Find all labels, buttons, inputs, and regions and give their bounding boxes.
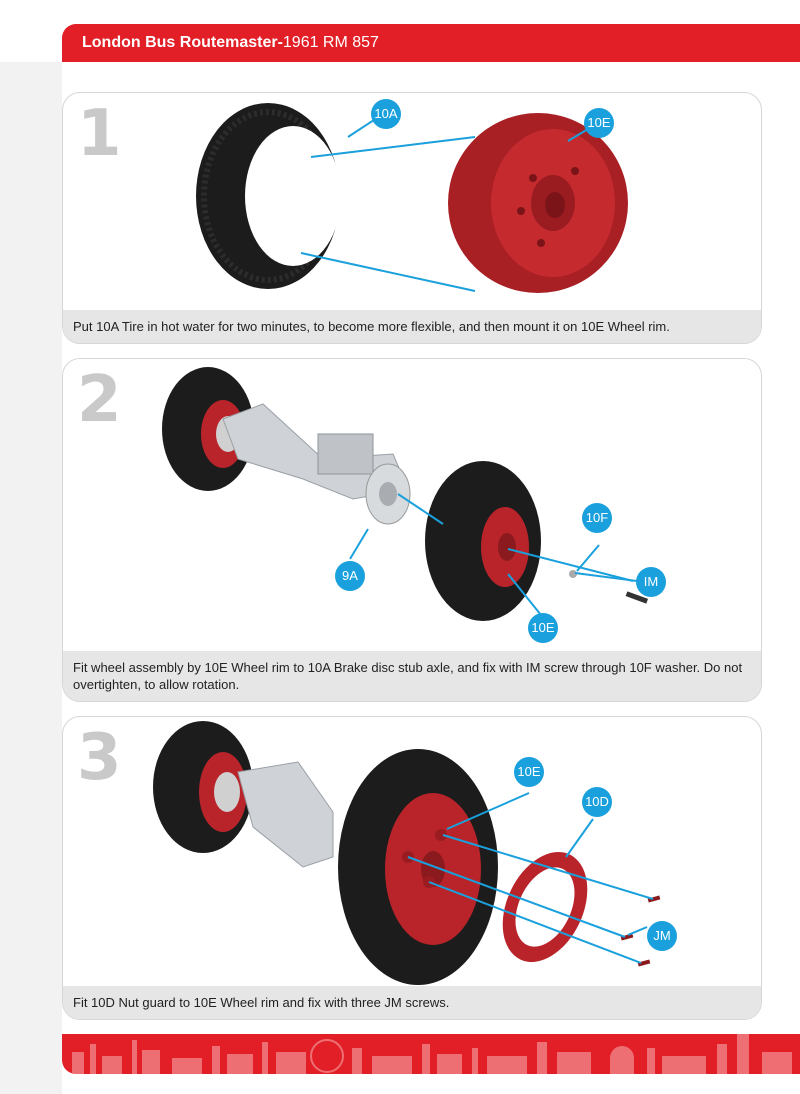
part-tag-9a: 9A [335,561,365,591]
step-number: 2 [77,363,122,437]
step-2-panel: 2 10F IM 9A 10E Fit wheel assembly by 10… [62,358,762,702]
step-3-panel: 3 10E 10D JM Fit 10D Nut guard to 10E Wh… [62,716,762,1020]
step-2-illustration [162,367,649,621]
step-number: 1 [77,97,122,171]
step-3-illustration [153,721,661,985]
header-bar: London Bus Routemaster-1961 RM 857 [62,24,800,62]
tire-hole [245,126,341,266]
part-tag-10a: 10A [371,99,401,129]
part-tag-10e: 10E [584,108,614,138]
model-name: London Bus Routemaster- [82,34,283,51]
part-tag-im: IM [636,567,666,597]
model-year-number: 1961 RM 857 [282,34,379,51]
page-margin [0,62,62,1094]
step-2-caption: Fit wheel assembly by 10E Wheel rim to 1… [63,651,761,701]
step-1-illustration [196,103,628,293]
step-1-caption: Put 10A Tire in hot water for two minute… [63,310,761,343]
london-skyline-decoration [72,1034,792,1074]
part-tag-10e: 10E [528,613,558,643]
part-tag-jm: JM [647,921,677,951]
step-1-panel: 1 10A 10E Put 10A Tire in hot water for … [62,92,762,344]
part-tag-10e: 10E [514,757,544,787]
step-3-caption: Fit 10D Nut guard to 10E Wheel rim and f… [63,986,761,1019]
part-tag-10d: 10D [582,787,612,817]
page-title: London Bus Routemaster-1961 RM 857 [82,34,379,52]
part-tag-10f: 10F [582,503,612,533]
step-number: 3 [77,721,122,795]
